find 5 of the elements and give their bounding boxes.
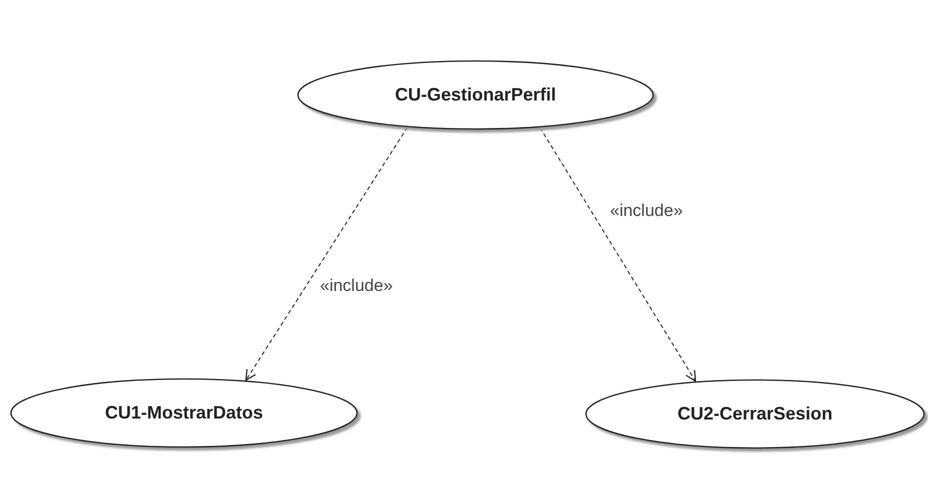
- include-arrow: [245, 126, 408, 381]
- use-case-ellipse: CU1-MostrarDatos: [10, 378, 358, 448]
- include-arrow: [540, 127, 696, 382]
- use-case-ellipse: CU2-CerrarSesion: [585, 379, 925, 449]
- use-case-ellipse: CU-GestionarPerfil: [297, 60, 654, 130]
